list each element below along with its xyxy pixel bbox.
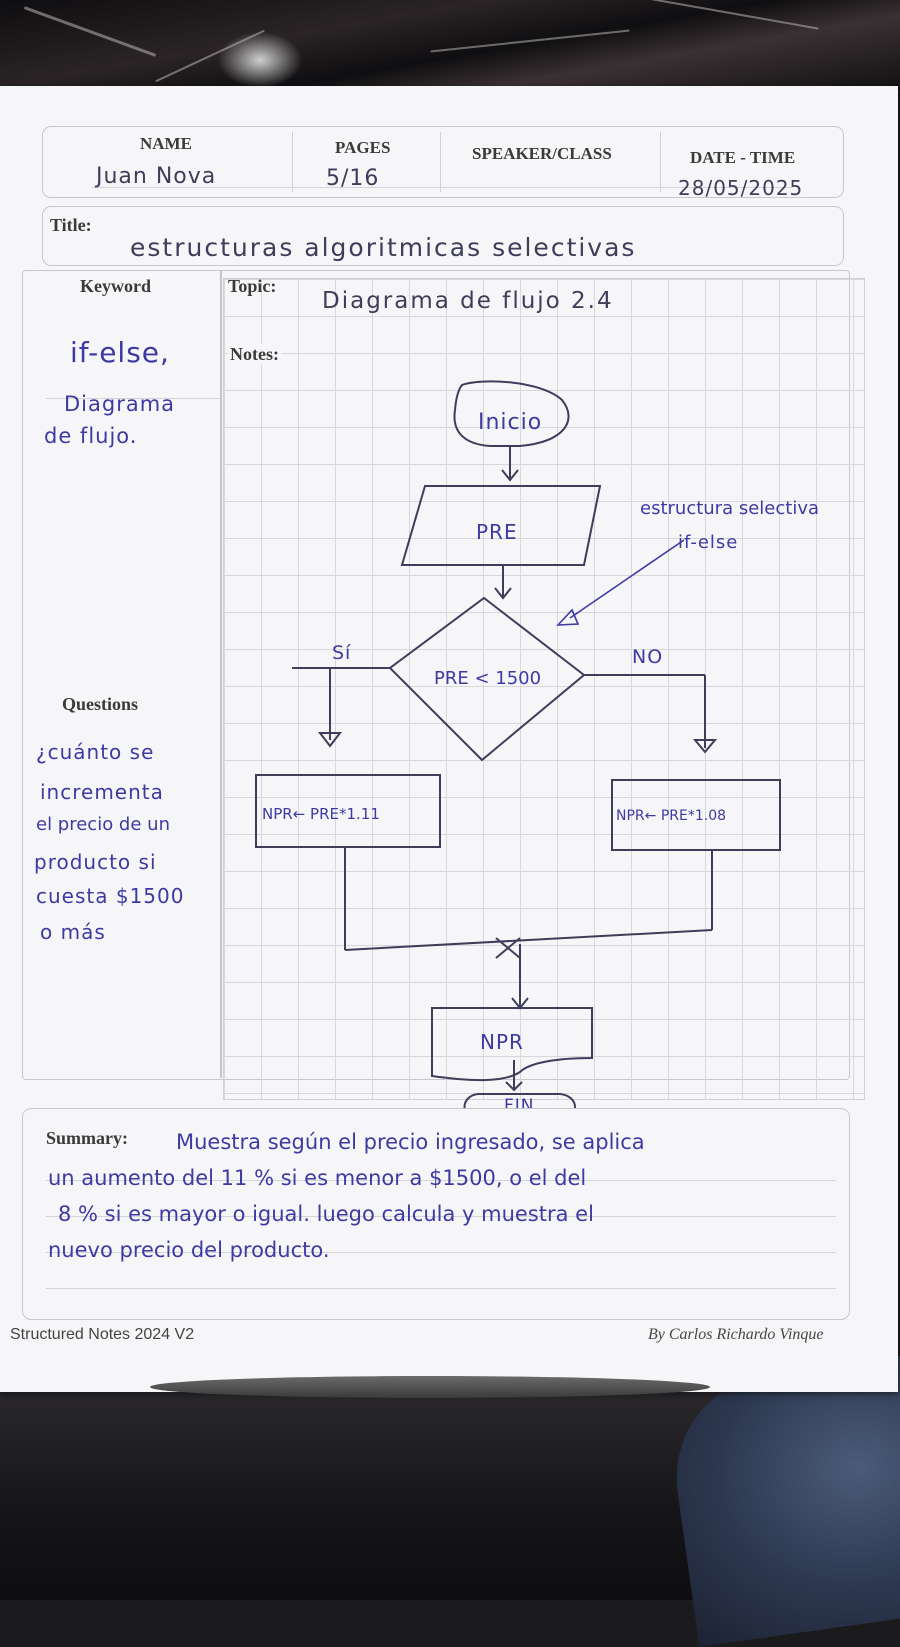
output-document [431, 1007, 593, 1082]
question-line-4: producto si [34, 850, 157, 874]
flowchart [255, 380, 781, 1121]
no-label: NO [632, 646, 664, 668]
condition-label: PRE < 1500 [434, 668, 542, 689]
date-time-label: DATE - TIME [690, 148, 796, 167]
topic-label: Topic: [228, 276, 277, 296]
date-time-value: 28/05/2025 [678, 176, 804, 200]
question-line-2: incrementa [40, 780, 164, 804]
input-parallelogram [400, 485, 602, 566]
question-line-3: el precio de un [36, 814, 170, 835]
question-line-5: cuesta $1500 [36, 884, 185, 908]
questions-label: Questions [62, 694, 139, 714]
name-label: NAME [140, 134, 192, 153]
summary-line-3: 8 % si es mayor o igual. luego calcula y… [58, 1202, 594, 1226]
input-label: PRE [476, 520, 518, 544]
name-value: Juan Nova [96, 164, 217, 189]
process-no-label: NPR← PRE*1.08 [616, 808, 727, 824]
question-line-1: ¿cuánto se [36, 740, 155, 764]
process-yes-label: NPR← PRE*1.11 [262, 805, 380, 823]
keyword-label: Keyword [80, 276, 151, 296]
topic-value: Diagrama de flujo 2.4 [322, 288, 614, 314]
summary-line-2: un aumento del 11 % si es menor a $1500,… [48, 1166, 587, 1190]
keyword-line-3: de flujo. [44, 424, 138, 448]
annotation-line-1: estructura selectiva [640, 498, 819, 519]
summary-line-1: Muestra según el precio ingresado, se ap… [176, 1130, 645, 1154]
title-value: estructuras algoritmicas selectivas [130, 233, 637, 262]
footer-brand: Structured Notes 2024 V2 [10, 1326, 195, 1343]
annotation-pointer [569, 539, 685, 619]
yes-label: Sí [332, 642, 352, 664]
pages-value: 5/16 [326, 166, 380, 191]
title-label: Title: [50, 215, 92, 235]
output-label: NPR [480, 1030, 524, 1054]
process-no-box [611, 779, 781, 851]
title-box [42, 206, 844, 266]
binder-ring [150, 1376, 710, 1398]
pages-label: PAGES [335, 138, 391, 157]
summary-label: Summary: [46, 1128, 128, 1148]
header-box [42, 126, 844, 198]
marble-surface [0, 0, 900, 90]
notes-label: Notes: [228, 344, 281, 365]
speaker-class-label: SPEAKER/CLASS [472, 144, 612, 163]
footer-author: By Carlos Richardo Vinque [648, 1326, 824, 1343]
keyword-line-1: if-else, [70, 336, 170, 369]
summary-line-4: nuevo precio del producto. [48, 1238, 330, 1262]
summary-box [22, 1108, 850, 1320]
keyword-line-2: Diagrama [64, 392, 176, 416]
question-line-6: o más [40, 920, 106, 944]
process-yes-box [255, 774, 441, 848]
decision-diamond [388, 596, 586, 762]
annotation-line-2: if-else [678, 532, 739, 553]
start-terminal [453, 380, 570, 447]
start-label: Inicio [478, 410, 543, 435]
